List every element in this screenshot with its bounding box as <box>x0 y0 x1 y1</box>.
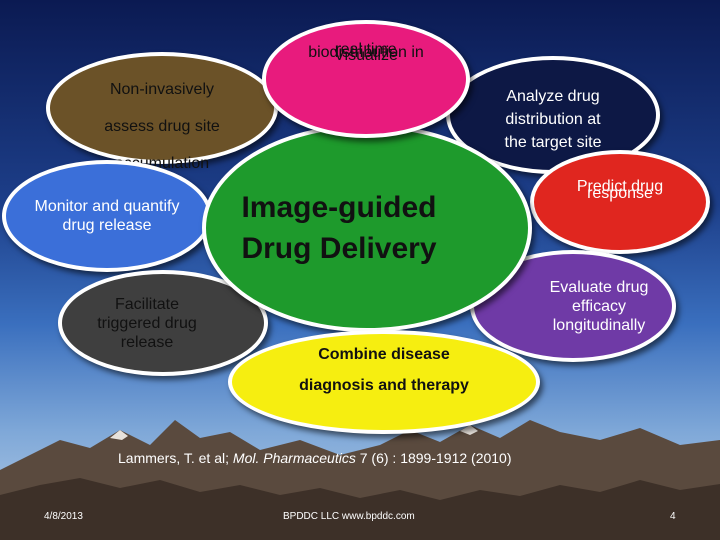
label-line: diagnosis and therapy <box>299 377 469 394</box>
label-line: Visualize <box>334 47 398 64</box>
node-text: Non-invasively assess drug site accumula… <box>104 44 220 173</box>
label-line: Predict drug <box>576 178 664 195</box>
node-text: Evaluate drug efficacy longitudinally <box>498 278 649 335</box>
node-text: Monitor and quantify drug release <box>35 197 180 235</box>
central-concept: Image-guided Drug Delivery <box>202 124 532 332</box>
label-line: longitudinally <box>552 316 646 334</box>
label-line: efficacy <box>572 297 626 315</box>
label-line: Analyze drug <box>506 87 600 105</box>
mountain-front <box>0 478 720 540</box>
label-line: drug release <box>62 217 152 234</box>
goal-monitor-release: Monitor and quantify drug release <box>2 160 212 272</box>
node-text: Analyze drug distribution at the target … <box>505 79 602 152</box>
goal-predict-response: Predict drug response <box>530 150 710 254</box>
citation-authors: Lammers, T. et al; <box>118 450 230 466</box>
node-text: Facilitate triggered drug release <box>97 295 229 352</box>
node-text: Predict drug response <box>577 178 663 203</box>
snow-cap-right <box>460 425 478 435</box>
label-line: biodistribution in <box>308 44 424 61</box>
central-title: Image-guided Drug Delivery <box>241 187 436 269</box>
goal-visualize-biodistribution: Visualize biodistribution in real time <box>262 20 470 138</box>
label-line: Facilitate <box>114 295 180 313</box>
title-line: Image-guided <box>241 191 437 224</box>
goal-noninvasive-assessment: Non-invasively assess drug site accumula… <box>46 52 278 172</box>
label-line: triggered drug <box>97 314 197 332</box>
label-line: response <box>587 185 653 202</box>
label-line: distribution at <box>505 110 601 128</box>
label-line: real time <box>335 41 397 58</box>
label-line: Combine disease <box>318 346 450 363</box>
footer-date: 4/8/2013 <box>44 511 83 522</box>
title-line: Drug Delivery <box>241 232 437 265</box>
label-line: assess drug site <box>104 117 220 135</box>
node-text: Combine disease diagnosis and therapy <box>299 345 469 419</box>
label-line: Monitor and quantify <box>34 198 180 215</box>
citation-journal: Mol. Pharmaceutics <box>232 450 356 466</box>
label-line: the target site <box>504 133 602 151</box>
citation-details: 7 (6) : 1899-1912 (2010) <box>359 450 512 466</box>
label-line: Non-invasively <box>109 80 215 98</box>
label-line: Evaluate drug <box>549 278 649 296</box>
goal-combine-diagnosis-therapy: Combine disease diagnosis and therapy <box>228 330 540 434</box>
snow-cap-left <box>110 430 128 440</box>
footer-organization: BPDDC LLC www.bpddc.com <box>283 511 415 522</box>
label-line: release <box>120 333 174 351</box>
page-number: 4 <box>670 511 676 522</box>
citation: Lammers, T. et al; Mol. Pharmaceutics 7 … <box>118 450 618 466</box>
